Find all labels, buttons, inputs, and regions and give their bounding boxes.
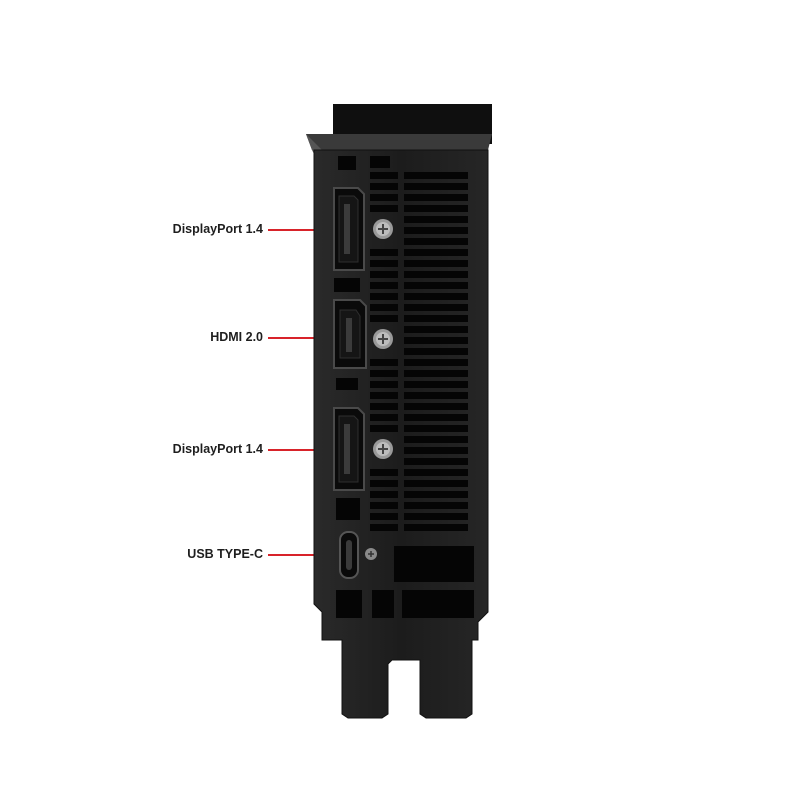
leader-line-hdmi xyxy=(268,337,342,339)
vent-slot xyxy=(370,480,398,487)
vent-slot xyxy=(370,502,398,509)
vent-slot xyxy=(370,304,398,311)
vent-slot xyxy=(404,337,468,344)
displayport-top-icon xyxy=(333,187,365,271)
vent-slot xyxy=(404,304,468,311)
vent-slot xyxy=(404,436,468,443)
label-hdmi: HDMI 2.0 xyxy=(210,330,263,344)
label-usb-type-c: USB TYPE-C xyxy=(187,547,263,561)
vent-slot xyxy=(404,458,468,465)
displayport-bottom-icon xyxy=(333,407,365,491)
vent-slot xyxy=(404,271,468,278)
vent-slot xyxy=(404,513,468,520)
vent-slot xyxy=(404,403,468,410)
label-displayport-bottom: DisplayPort 1.4 xyxy=(172,442,263,456)
vent-slot xyxy=(404,480,468,487)
vent-slot xyxy=(370,282,398,289)
vent-slot xyxy=(404,381,468,388)
vent-slot xyxy=(370,271,398,278)
vent-slot xyxy=(404,326,468,333)
vent-slot xyxy=(404,524,468,531)
bracket-fold-tab xyxy=(306,134,492,150)
vent-slot xyxy=(404,414,468,421)
vent-slot xyxy=(404,315,468,322)
vent-slot xyxy=(404,183,468,190)
vent-slot xyxy=(404,359,468,366)
vent-slot xyxy=(370,205,398,212)
leader-line-usb-type-c xyxy=(268,554,344,556)
vent-slot xyxy=(404,205,468,212)
vent-slot xyxy=(404,293,468,300)
vent-slot xyxy=(370,491,398,498)
vent-slot xyxy=(370,513,398,520)
vent-slot xyxy=(404,282,468,289)
vent-slots xyxy=(370,172,468,531)
vent-slot xyxy=(404,348,468,355)
screw-icon xyxy=(365,548,377,560)
vent-slot xyxy=(370,370,398,377)
vent-slot xyxy=(370,524,398,531)
screw-icon xyxy=(373,329,393,349)
vent-slot xyxy=(404,425,468,432)
hdmi-port-icon xyxy=(333,299,367,369)
vent-slot xyxy=(370,293,398,300)
vent-slot xyxy=(370,249,398,256)
screw-icon xyxy=(373,439,393,459)
leader-line-displayport-top xyxy=(268,229,350,231)
vent-slot xyxy=(370,381,398,388)
vent-slot xyxy=(404,469,468,476)
usb-type-c-port-icon xyxy=(339,531,359,579)
leader-line-displayport-bottom xyxy=(268,449,350,451)
vent-slot xyxy=(404,227,468,234)
vent-slot xyxy=(370,315,398,322)
vent-slot xyxy=(404,447,468,454)
vent-slot xyxy=(370,403,398,410)
vent-slot xyxy=(404,502,468,509)
vent-slot xyxy=(370,260,398,267)
vent-slot xyxy=(370,392,398,399)
label-displayport-top: DisplayPort 1.4 xyxy=(172,222,263,236)
vent-slot xyxy=(404,491,468,498)
vent-slot xyxy=(404,172,468,179)
vent-slot xyxy=(404,370,468,377)
vent-slot xyxy=(370,425,398,432)
vent-slot xyxy=(404,216,468,223)
vent-slot xyxy=(404,392,468,399)
vent-slot xyxy=(370,194,398,201)
vent-slot xyxy=(404,249,468,256)
vent-slot xyxy=(370,183,398,190)
vent-slot xyxy=(370,172,398,179)
vent-slot xyxy=(404,194,468,201)
vent-slot xyxy=(370,469,398,476)
screw-icon xyxy=(373,219,393,239)
vent-slot xyxy=(404,260,468,267)
vent-slot xyxy=(404,238,468,245)
vent-slot xyxy=(370,359,398,366)
vent-slot xyxy=(370,414,398,421)
